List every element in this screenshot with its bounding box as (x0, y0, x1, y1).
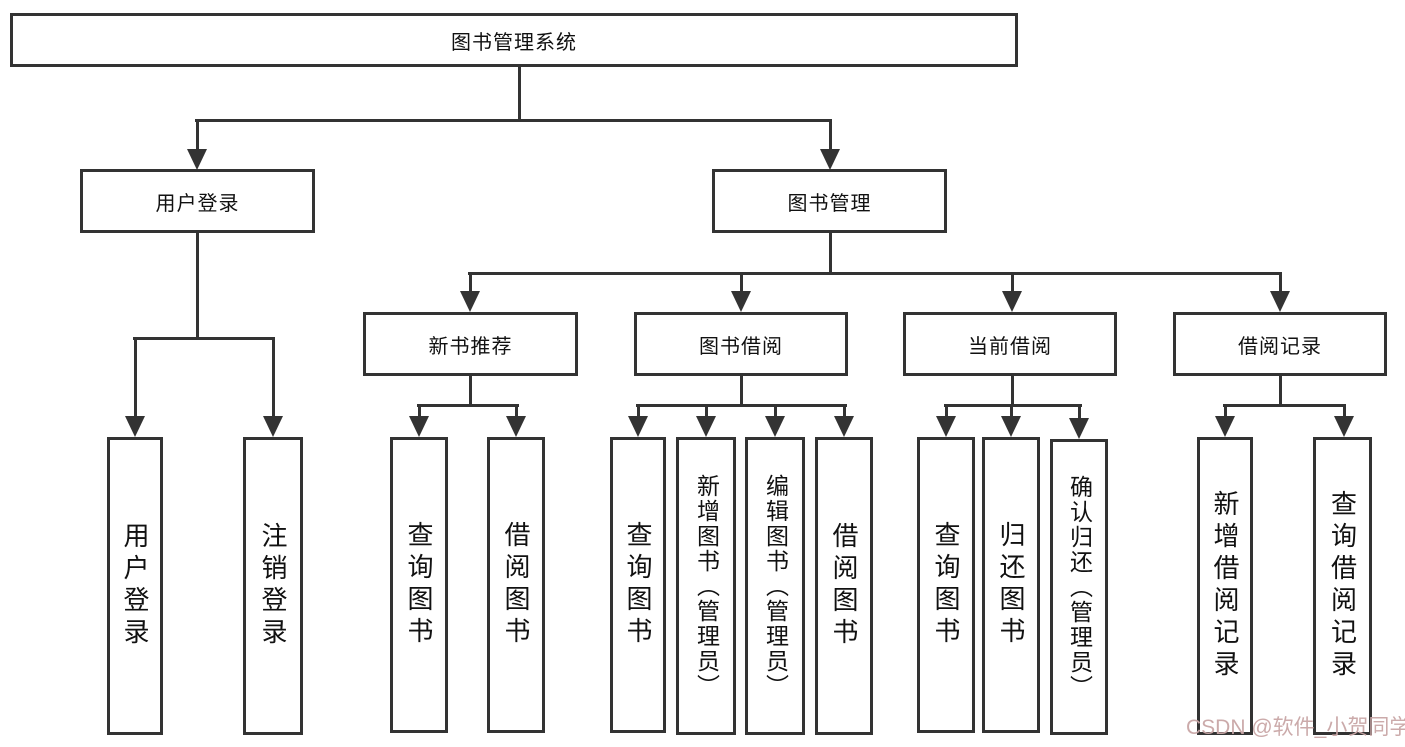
node-book-management: 图书管理 (712, 169, 947, 233)
connector-borrowing-hline (636, 404, 847, 407)
node-label: 查询图书 (404, 521, 434, 649)
node-book-borrowing: 图书借阅 (634, 312, 848, 376)
node-user-login: 用户登录 (80, 169, 315, 233)
node-label: 编辑图书（管理员） (762, 473, 789, 699)
node-label: 借阅图书 (829, 522, 859, 650)
connector-recommend-stub (468, 376, 472, 407)
node-root: 图书管理系统 (10, 13, 1018, 67)
leaf-recommend-borrow-books: 借阅图书 (487, 437, 545, 733)
arrow-records-query (1334, 404, 1354, 437)
arrow-current-confirm (1069, 404, 1089, 439)
node-label: 图书管理系统 (451, 31, 577, 54)
arrow-current-return (1001, 404, 1021, 437)
leaf-user-login: 用户登录 (107, 437, 163, 735)
connector-current-hline (944, 404, 1082, 407)
leaf-records-add-record: 新增借阅记录 (1197, 437, 1253, 735)
node-new-book-recommend: 新书推荐 (363, 312, 578, 376)
arrow-to-new-book-recommend (460, 272, 480, 312)
leaf-borrowing-add-books-admin: 新增图书（管理员） (676, 437, 736, 735)
arrow-current-query (936, 404, 956, 437)
connector-book-mgmt-hline (468, 272, 1282, 275)
leaf-borrowing-edit-books-admin: 编辑图书（管理员） (745, 437, 805, 735)
node-label: 归还图书 (996, 521, 1026, 649)
node-label: 查询借阅记录 (1327, 490, 1358, 682)
arrow-borrowing-edit (765, 404, 785, 437)
node-label: 借阅记录 (1238, 335, 1322, 358)
node-borrowing-records: 借阅记录 (1173, 312, 1387, 376)
node-label: 借阅图书 (501, 521, 531, 649)
connector-user-login-hline (133, 337, 275, 340)
leaf-current-confirm-return-admin: 确认归还（管理员） (1050, 439, 1108, 735)
connector-recommend-hline (417, 404, 519, 407)
arrow-to-user-login (187, 119, 207, 170)
node-label: 注销登录 (258, 522, 288, 650)
node-label: 查询图书 (623, 521, 653, 649)
arrow-recommend-borrow (506, 404, 526, 437)
node-label: 用户登录 (155, 192, 240, 215)
connector-records-hline (1223, 404, 1346, 407)
arrow-recommend-query (409, 404, 429, 437)
connector-user-login-stub (195, 233, 199, 340)
arrow-to-borrowing-records (1270, 272, 1290, 312)
leaf-recommend-query-books: 查询图书 (390, 437, 448, 733)
connector-current-stub (1010, 376, 1014, 407)
node-current-borrowing: 当前借阅 (903, 312, 1117, 376)
connector-book-mgmt-stub (828, 233, 832, 275)
arrow-to-leaf-logout (263, 337, 283, 437)
leaf-current-return-books: 归还图书 (982, 437, 1040, 733)
watermark: CSDN @软件_小贺同学 (1186, 716, 1405, 739)
node-label: 当前借阅 (968, 335, 1052, 358)
arrow-to-leaf-user-login (125, 337, 145, 437)
connector-records-stub (1278, 376, 1282, 407)
node-label: 新书推荐 (428, 335, 513, 358)
arrow-borrowing-query (628, 404, 648, 437)
arrow-to-book-management (820, 119, 840, 170)
leaf-current-query-books: 查询图书 (917, 437, 975, 733)
connector-root-hline (195, 119, 832, 122)
connector-borrowing-stub (739, 376, 743, 407)
node-label: 图书借阅 (699, 335, 783, 358)
leaf-logout: 注销登录 (243, 437, 303, 735)
node-label: 确认归还（管理员） (1066, 474, 1093, 700)
arrow-records-add (1215, 404, 1235, 437)
connector-root-stub (518, 66, 521, 122)
arrow-borrowing-add (696, 404, 716, 437)
arrow-to-current-borrowing (1002, 272, 1022, 312)
node-label: 新增图书（管理员） (693, 473, 720, 699)
arrow-borrowing-borrow (834, 404, 854, 437)
node-label: 新增借阅记录 (1210, 490, 1240, 682)
node-label: 用户登录 (120, 522, 150, 650)
node-label: 图书管理 (787, 192, 872, 215)
node-label: 查询图书 (931, 521, 961, 649)
arrow-to-book-borrowing (731, 272, 751, 312)
leaf-borrowing-query-books: 查询图书 (610, 437, 666, 733)
leaf-borrowing-borrow-books: 借阅图书 (815, 437, 873, 735)
leaf-records-query-record: 查询借阅记录 (1313, 437, 1372, 735)
